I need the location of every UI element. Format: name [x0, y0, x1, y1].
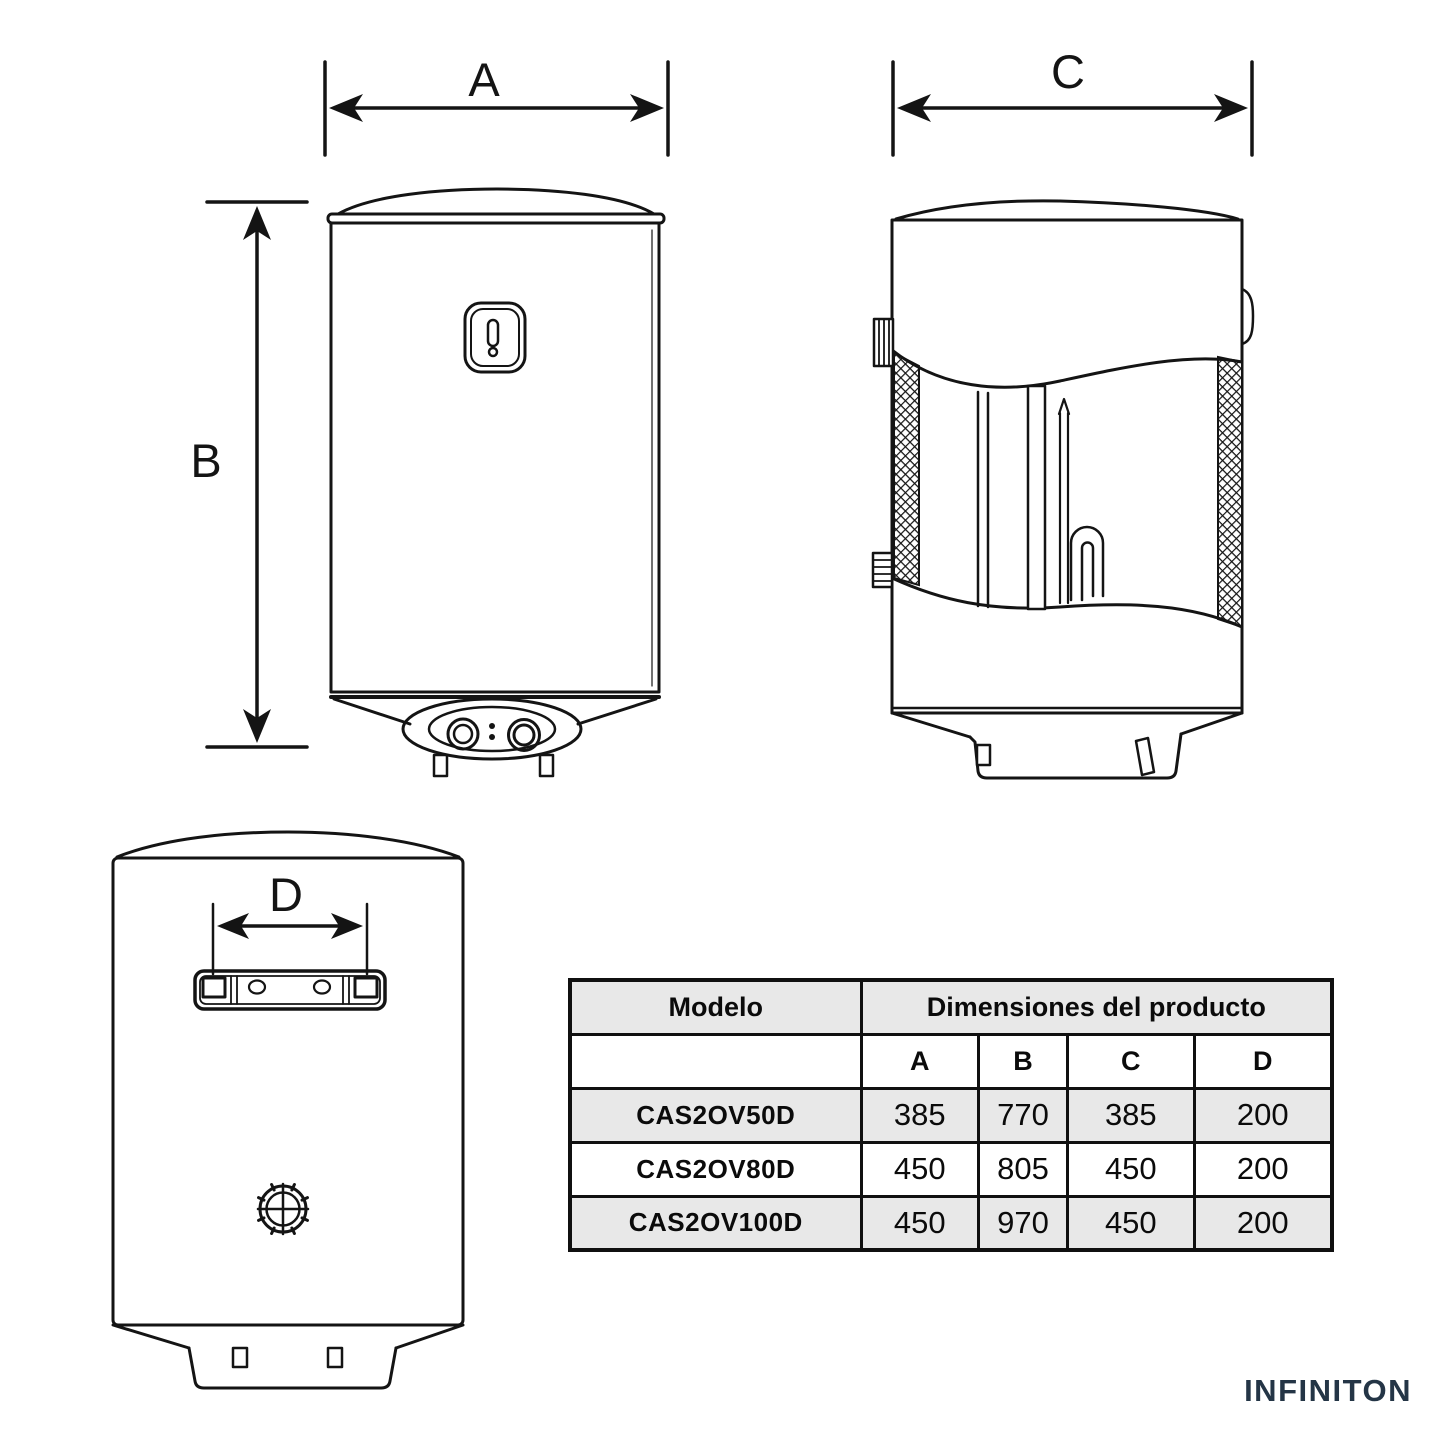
insulation-right: [1217, 355, 1243, 629]
side-fitting-lower: [871, 551, 894, 589]
dimension-a: A: [323, 53, 670, 157]
element-u-bend-outer: [1069, 525, 1105, 602]
side-cutaway-view: C: [871, 45, 1255, 780]
dim-d-label: D: [269, 868, 303, 921]
front-control-unit: [332, 697, 658, 778]
side-bottom-cover: [968, 732, 1183, 780]
front-display: [463, 301, 527, 374]
back-view: D: [111, 830, 465, 1390]
back-body: [111, 856, 465, 1327]
mounting-bracket: [193, 969, 387, 1011]
temperature-probe: [1057, 397, 1071, 605]
dim-c-label: C: [1051, 45, 1085, 98]
front-body: [329, 221, 661, 694]
bracket-slot-left: [247, 979, 267, 995]
dimension-d: D: [211, 868, 369, 976]
empty-cell: [568, 1032, 863, 1090]
housing-wing-right: [576, 697, 658, 726]
side-base: [890, 711, 1244, 780]
value-cell: 450: [1066, 1140, 1196, 1198]
col-header-c: C: [1066, 1032, 1196, 1090]
col-header-a: A: [859, 1032, 980, 1090]
back-bottom-cover: [187, 1346, 398, 1390]
dimensions-column-header: Dimensiones del producto: [859, 978, 1334, 1036]
side-base-tab-left: [975, 743, 992, 767]
display-indicator-dot: [487, 346, 499, 358]
col-header-d: D: [1192, 1032, 1334, 1090]
value-cell: 805: [976, 1140, 1070, 1198]
table-row: CAS2OV100D 450 970 450 200: [568, 1194, 1334, 1252]
inner-tank: [976, 384, 1047, 611]
front-dome: [336, 187, 656, 216]
value-cell: 385: [1066, 1086, 1196, 1144]
heating-element: [1057, 397, 1105, 605]
bracket-slot-right: [312, 979, 332, 995]
back-dome: [115, 830, 461, 859]
value-cell: 385: [859, 1086, 980, 1144]
pipe-stub-left: [432, 753, 449, 778]
col-header-b: B: [976, 1032, 1070, 1090]
dimension-c: C: [891, 45, 1254, 157]
element-u-bend-inner: [1080, 541, 1095, 602]
cutaway-wave-lower: [890, 576, 1244, 629]
insulation-left: [893, 351, 920, 587]
knob-left: [446, 717, 480, 751]
dim-b-label: B: [190, 434, 221, 487]
value-cell: 970: [976, 1194, 1070, 1252]
side-base-tab-right: [1134, 736, 1156, 777]
value-cell: 450: [1066, 1194, 1196, 1252]
pipe-stub-right: [538, 753, 555, 778]
housing-wing-left: [332, 697, 412, 726]
dimensions-table: Modelo Dimensiones del producto A B C D …: [568, 978, 1334, 1252]
side-fitting-upper: [872, 317, 895, 368]
table-header-row: Modelo Dimensiones del producto: [568, 978, 1334, 1036]
model-cell: CAS2OV80D: [568, 1140, 863, 1198]
knob-right: [507, 718, 541, 752]
value-cell: 200: [1192, 1086, 1334, 1144]
value-cell: 450: [859, 1140, 980, 1198]
back-base: [111, 1323, 465, 1390]
display-indicator-slot: [486, 318, 500, 348]
back-stub-right: [326, 1346, 344, 1369]
table-subheader-row: A B C D: [568, 1032, 1334, 1090]
model-cell: CAS2OV100D: [568, 1194, 863, 1252]
infiniton-logo: INFINITON: [1244, 1373, 1412, 1408]
bracket-hole-left: [201, 976, 227, 999]
pipe-fitting-circle: [256, 1182, 310, 1236]
panel-dot-bottom: [489, 734, 495, 740]
value-cell: 770: [976, 1086, 1070, 1144]
dim-a-label: A: [468, 53, 500, 106]
side-right-tab: [1240, 287, 1255, 346]
cutaway-wave-upper: [890, 348, 1244, 389]
control-panel-face: [427, 705, 557, 753]
value-cell: 200: [1192, 1140, 1334, 1198]
value-cell: 200: [1192, 1194, 1334, 1252]
bracket-hole-right: [353, 976, 379, 999]
panel-dot-top: [489, 723, 495, 729]
model-cell: CAS2OV50D: [568, 1086, 863, 1144]
model-column-header: Modelo: [568, 978, 863, 1036]
table-row: CAS2OV80D 450 805 450 200: [568, 1140, 1334, 1198]
dimension-b: B: [190, 200, 309, 749]
side-dome: [894, 199, 1240, 221]
back-stub-left: [231, 1346, 249, 1369]
table-row: CAS2OV50D 385 770 385 200: [568, 1086, 1334, 1144]
front-view: A B: [190, 53, 670, 778]
value-cell: 450: [859, 1194, 980, 1252]
